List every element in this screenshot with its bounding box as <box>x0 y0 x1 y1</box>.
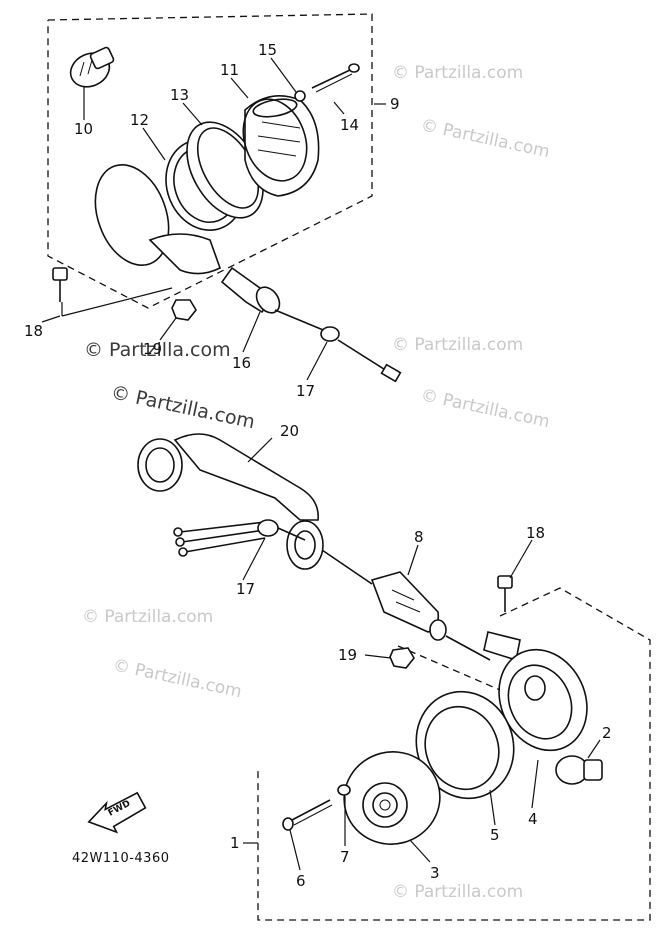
callout-18-top: 18 <box>24 322 43 340</box>
nut-part-19-top <box>171 299 197 321</box>
socket-part-16 <box>148 233 329 333</box>
wire-link <box>277 527 306 541</box>
callout-16: 16 <box>232 354 251 372</box>
callout-7: 7 <box>340 848 350 866</box>
callout-12: 12 <box>130 111 149 129</box>
watermark-text: © Partzilla.com <box>392 335 523 355</box>
diagram-code: 42W110-4360 <box>72 851 169 866</box>
nut-part-15 <box>294 90 306 102</box>
callout-20: 20 <box>280 422 299 440</box>
leader-lines <box>41 57 601 871</box>
callout-3: 3 <box>430 864 440 882</box>
screw-part-14 <box>311 63 360 93</box>
callout-19-bottom: 19 <box>338 646 357 664</box>
watermark-main: © Partzilla.com <box>84 339 231 361</box>
callout-15: 15 <box>258 41 277 59</box>
callout-6: 6 <box>296 872 306 890</box>
callout-13: 13 <box>170 86 189 104</box>
socket-part-8 <box>321 549 491 661</box>
watermark-text: © Partzilla.com <box>111 655 243 702</box>
watermark-text: © Partzilla.com <box>82 607 213 627</box>
callout-18-bottom: 18 <box>526 524 545 542</box>
callout-5: 5 <box>490 826 500 844</box>
callout-9: 9 <box>390 95 400 113</box>
bolt-part-18-bottom <box>497 575 513 612</box>
watermark-text: © Partzilla.com <box>392 63 523 83</box>
bolt-part-18-top <box>52 267 68 302</box>
fwd-arrow-icon: FWD <box>87 791 147 834</box>
callout-2: 2 <box>602 724 612 742</box>
watermark-text: © Partzilla.com <box>419 385 551 432</box>
wires-harness <box>173 521 266 557</box>
callout-1: 1 <box>230 834 240 852</box>
bulb-part-2 <box>555 755 603 785</box>
grommet-part-17-top <box>320 326 402 383</box>
nut-part-19-bottom <box>389 647 415 669</box>
screw-part-6 <box>282 799 333 831</box>
watermark-text: © Partzilla.com <box>419 115 551 162</box>
bulb-part-10 <box>69 46 115 88</box>
callout-19-top: 19 <box>143 340 162 358</box>
bracket-part-20 <box>137 433 324 570</box>
callout-11: 11 <box>220 61 239 79</box>
assembly-boundary-bottom <box>257 587 651 921</box>
callout-17-top: 17 <box>296 382 315 400</box>
callout-10: 10 <box>74 120 93 138</box>
washer-part-7 <box>337 784 351 796</box>
callout-14: 14 <box>340 116 359 134</box>
housing-part-11 <box>242 94 320 197</box>
watermark-text: © Partzilla.com <box>392 882 523 902</box>
callouts: 10 12 13 11 15 14 9 18 19 16 17 20 17 8 … <box>24 41 612 890</box>
watermark-main: © Partzilla.com <box>109 381 257 433</box>
grommet-part-17-bottom <box>257 519 279 537</box>
housing-part-4 <box>483 631 588 752</box>
lens-part-3 <box>343 751 441 845</box>
callout-8: 8 <box>414 528 424 546</box>
callout-17-bottom: 17 <box>236 580 255 598</box>
assembly-boundary-top <box>47 13 373 309</box>
assembly-boundary-link <box>397 645 501 691</box>
callout-4: 4 <box>528 810 538 828</box>
